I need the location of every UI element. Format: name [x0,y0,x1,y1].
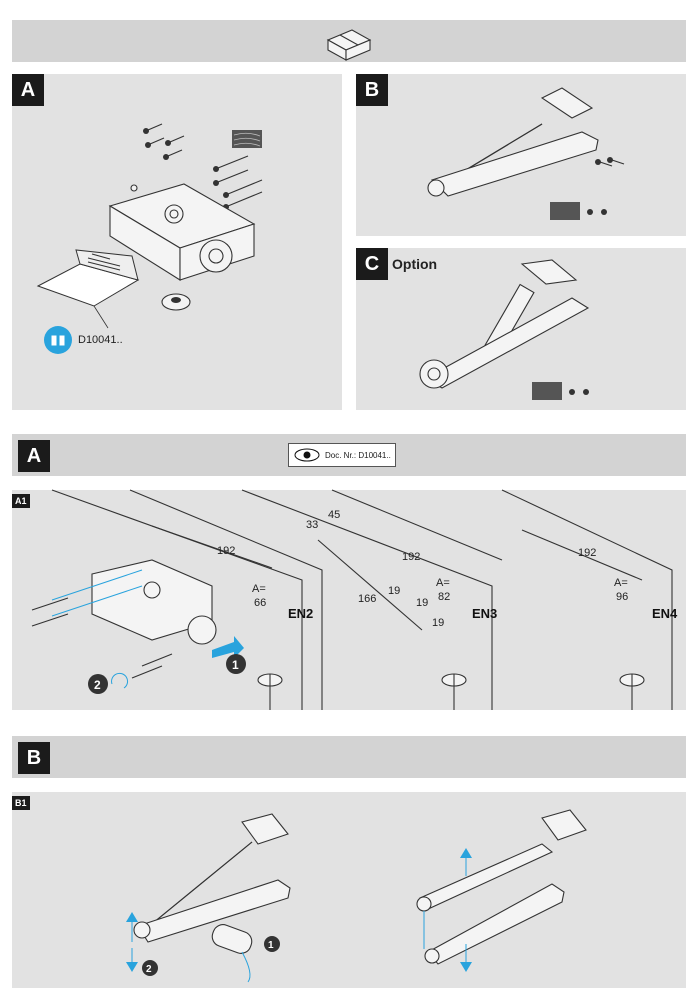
section-a-header: A Doc. Nr.: D10041.. [12,434,686,476]
instruction-sheet [36,249,140,329]
panel-a-contents: A D10041.. [12,74,342,410]
en2-label: EN2 [288,606,313,621]
screw-set-small [143,123,185,160]
section-badge-a-2: A [18,440,50,472]
slide-rail-arm [419,259,590,389]
doc-number: Doc. Nr.: D10041.. [325,450,391,460]
en3-dim-45: 45 [328,509,340,521]
en2-dim-192: 192 [217,545,235,557]
arm-install-left: 2 1 [126,813,291,983]
section-badge-b-2: B [18,742,50,774]
en2-dim-a: A= [252,583,266,595]
doc-reference-box: Doc. Nr.: D10041.. [288,443,396,467]
book-icon [44,326,72,354]
en4-drawing: 192 A= 96 EN4 [501,489,678,710]
arm-install-right [416,809,587,972]
section-b-header: B [12,736,686,778]
en2-drawing: 192 A= 66 EN2 1 2 [31,489,323,710]
eye-icon [294,448,320,462]
section-badge-c: C [356,248,388,280]
en3-dim-19a: 19 [388,585,400,597]
en4-label: EN4 [652,606,678,621]
en3-dim-166: 166 [358,593,376,605]
wood-icon [232,130,262,148]
a1-panel: A1 192 A= 66 EN2 1 2 45 33 192 166 19 A=… [12,489,686,710]
en4-dim-96: 96 [616,591,628,603]
en3-dim-19c: 19 [432,617,444,629]
en4-dim-192: 192 [578,547,596,559]
book-reference: D10041.. [78,334,123,346]
section-badge-b: B [356,74,388,106]
top-header-band [12,20,686,62]
b1-panel: B1 2 1 [12,792,686,988]
wood-icon-c [532,382,589,400]
section-badge-a: A [12,74,44,106]
en4-dim-a: A= [614,577,628,589]
en3-drawing: 45 33 192 166 19 A= 82 19 19 EN3 [241,489,503,710]
wood-icon-b [550,202,607,220]
step-1-b: 1 [268,940,274,951]
screw-set-long [213,155,263,210]
option-title: Option [392,256,438,272]
rotate-icon [111,672,128,689]
en3-label: EN3 [472,606,497,621]
en3-dim-82: 82 [438,591,450,603]
en2-dim-66: 66 [254,597,266,609]
door-closer-body [108,183,256,281]
cap-part [161,293,191,311]
en3-dim-a: A= [436,577,450,589]
arm-assembly [427,87,599,197]
step-1: 1 [232,658,239,672]
en3-dim-33: 33 [306,519,318,531]
panel-c-option: C Option [356,248,686,410]
step-2-b: 2 [146,964,152,975]
screw-pair-b [595,157,625,167]
a1-badge: A1 [12,494,30,508]
panel-b-arm: B [356,74,686,236]
en3-dim-19b: 19 [416,597,428,609]
b1-badge: B1 [12,796,30,810]
box-icon [326,29,372,61]
step-2: 2 [94,678,101,692]
en3-dim-192: 192 [402,551,420,563]
